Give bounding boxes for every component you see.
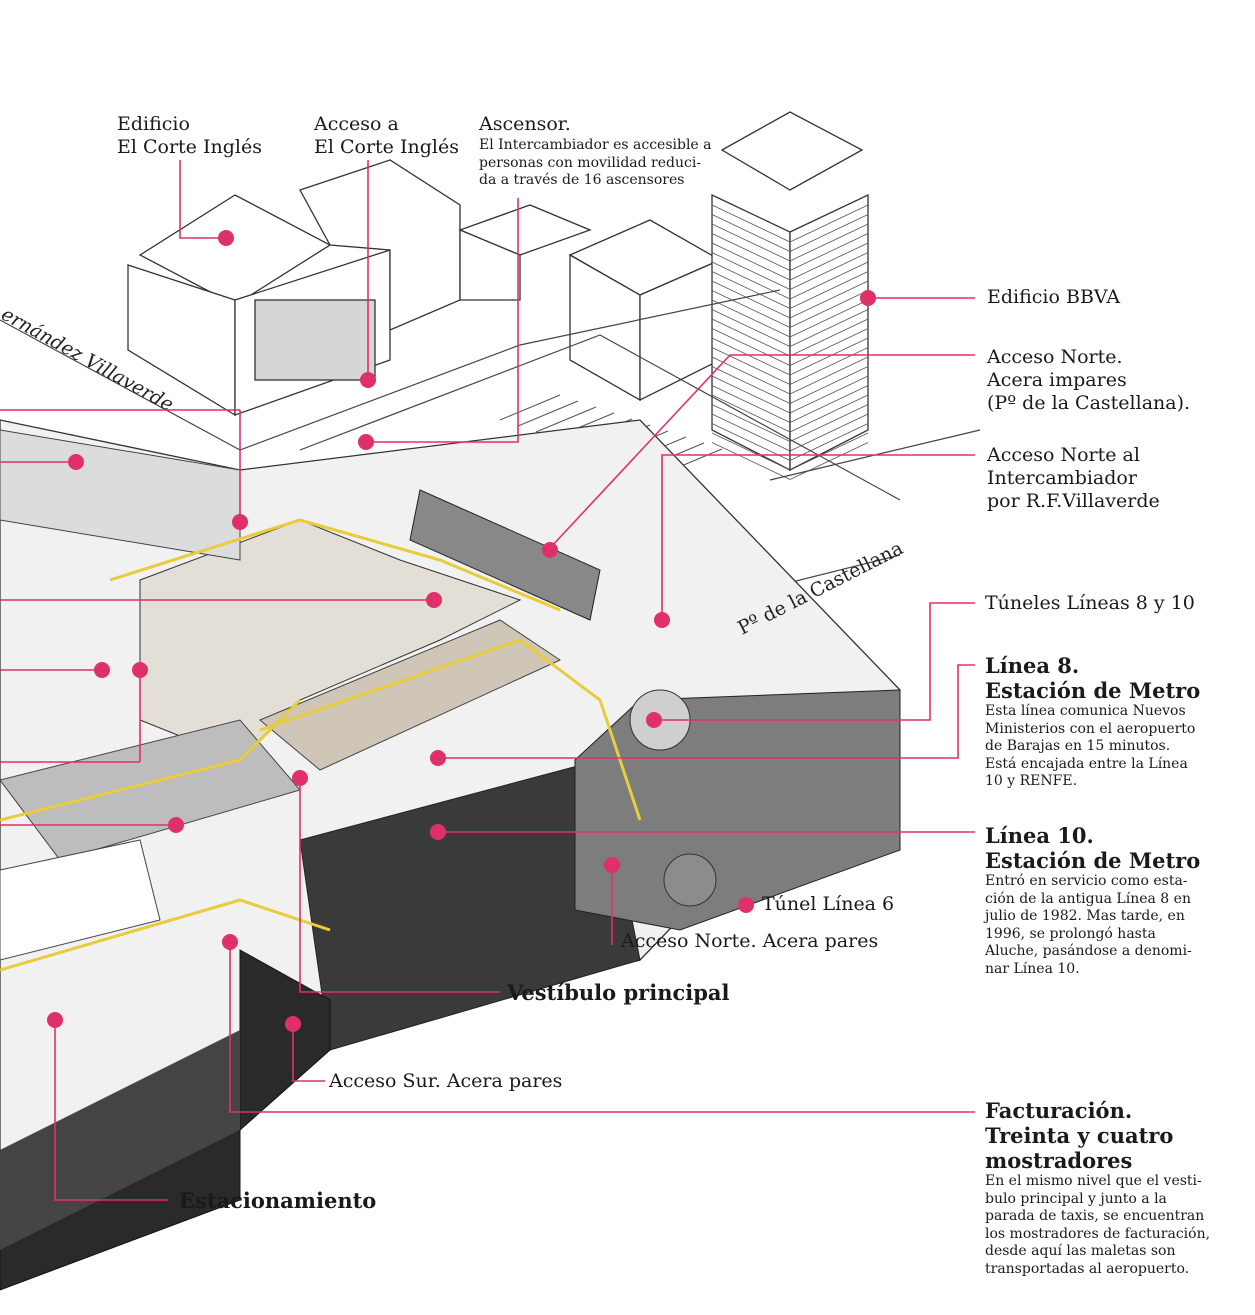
label-edificio-bbva: Edificio BBVA <box>987 286 1121 308</box>
label-acceso-norte-pares: Acceso Norte. Acera pares <box>621 930 879 952</box>
label-edificio-corte-ingles: Edificio El Corte Inglés <box>117 113 262 158</box>
block-building <box>458 204 722 402</box>
corte-ingles-building <box>127 159 461 417</box>
label-tunel-linea-6: Túnel Línea 6 <box>762 893 895 915</box>
label-ascensor-title: Ascensor. <box>479 113 571 135</box>
label-linea-10: Línea 10. Estación de Metro Entró en ser… <box>985 823 1201 977</box>
underground-structure <box>0 419 901 1291</box>
bbva-tower <box>711 111 869 480</box>
label-vestibulo-principal: Vestíbulo principal <box>507 980 730 1005</box>
label-acceso-corte-ingles: Acceso a El Corte Inglés <box>314 113 459 158</box>
marker-dots <box>47 230 876 1032</box>
label-acceso-norte-intercambiador: Acceso Norte al Intercambiador por R.F.V… <box>987 444 1160 512</box>
label-estacionamiento: Estacionamiento <box>179 1188 377 1213</box>
label-linea-8: Línea 8. Estación de Metro Esta línea co… <box>985 653 1201 789</box>
label-ascensor-text: El Intercambiador es accesible a persona… <box>479 137 712 188</box>
label-facturacion: Facturación. Treinta y cuatro mostradore… <box>985 1098 1211 1277</box>
label-tuneles-lineas: Túneles Líneas 8 y 10 <box>985 592 1195 614</box>
leader-lines <box>0 160 975 1201</box>
label-acceso-sur-pares: Acceso Sur. Acera pares <box>329 1070 563 1092</box>
label-acceso-norte-impares: Acceso Norte. Acera impares (Pº de la Ca… <box>987 346 1191 414</box>
